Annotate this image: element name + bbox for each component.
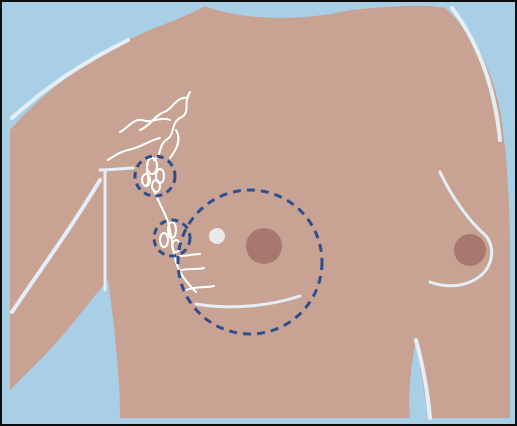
tumor-marker-dot-icon [209,228,225,244]
left-areola [246,228,282,264]
right-areola [454,234,486,266]
